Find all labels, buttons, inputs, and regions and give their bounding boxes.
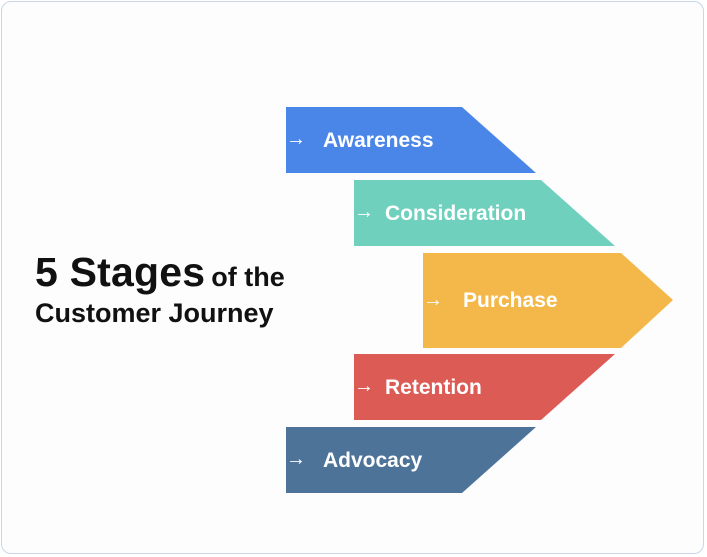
- arrow-right-icon: →: [354, 375, 374, 397]
- stage-awareness: → Awareness: [286, 107, 538, 173]
- arrow-right-icon: →: [354, 201, 374, 223]
- stage-label: Consideration: [385, 202, 527, 225]
- stage-label: Advocacy: [323, 449, 423, 472]
- stage-consideration: → Consideration: [354, 180, 618, 246]
- stage-shape: [423, 253, 673, 348]
- arrow-right-icon: →: [423, 289, 443, 311]
- stage-shape: [354, 180, 615, 246]
- stage-shape: [354, 354, 615, 420]
- stage-shape: [286, 107, 536, 173]
- stage-label: Awareness: [323, 129, 434, 152]
- arrow-right-icon: →: [286, 448, 306, 470]
- stage-shape: [286, 427, 536, 493]
- arrow-right-icon: →: [286, 128, 306, 150]
- stage-advocacy: → Advocacy: [286, 427, 538, 493]
- title-line2: Customer Journey: [35, 298, 274, 328]
- stage-label: Retention: [385, 376, 482, 399]
- title-big: 5 Stages: [35, 249, 206, 295]
- stage-retention: → Retention: [354, 354, 618, 420]
- stage-purchase: → Purchase: [423, 253, 675, 348]
- stage-label: Purchase: [463, 289, 558, 312]
- title-small: of the: [211, 262, 285, 292]
